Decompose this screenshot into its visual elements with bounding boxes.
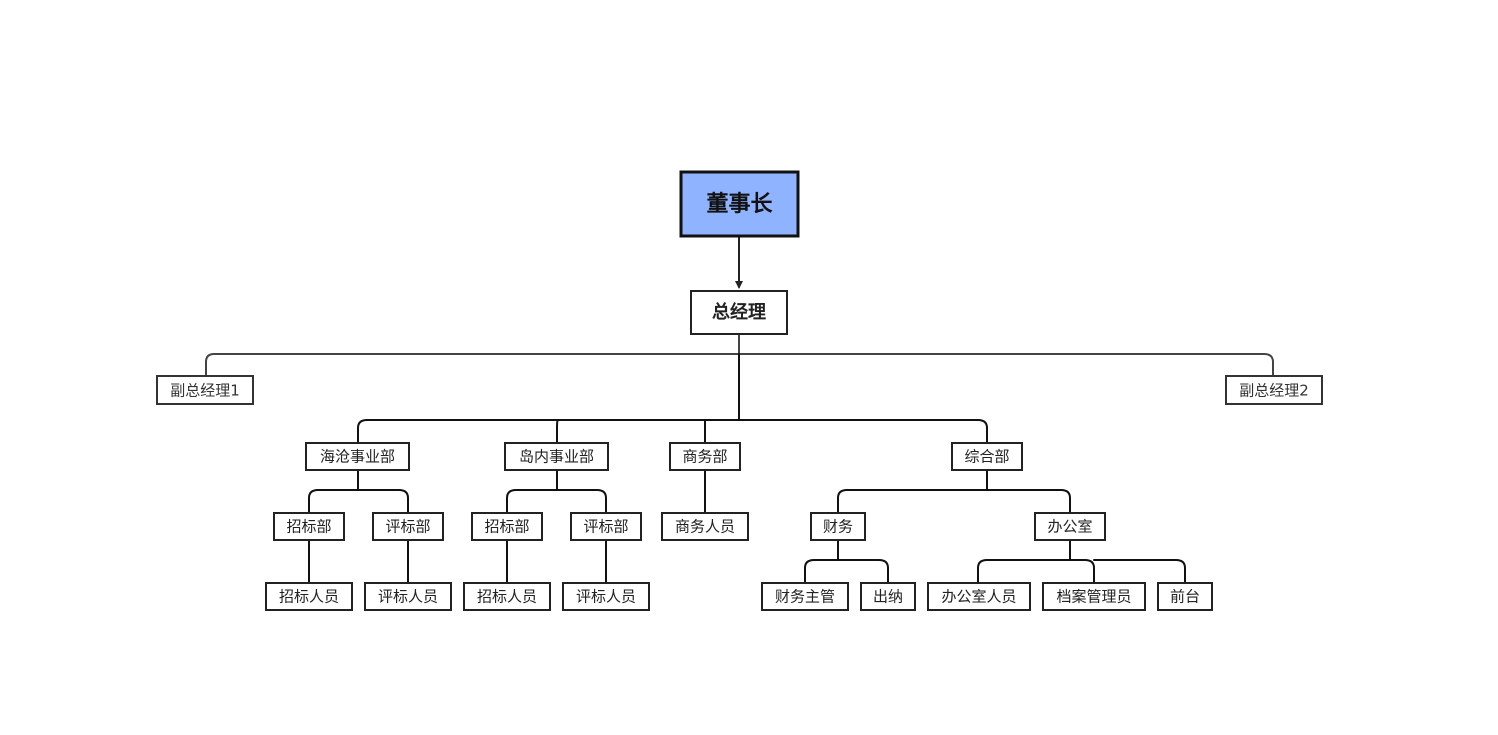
node-office-staff[interactable]: 办公室人员 <box>927 582 1031 611</box>
edge-general-dept-to-finance <box>837 469 988 514</box>
edge-daonei-division-to-evaluation-dept <box>556 489 607 514</box>
edge-general-manager-to-daonei-division <box>556 419 559 444</box>
node-haicang-division[interactable]: 海沧事业部 <box>305 442 410 471</box>
node-deputy-gm-2[interactable]: 副总经理2 <box>1225 375 1323 405</box>
node-label: 招标人员 <box>279 588 339 606</box>
node-haicang-evaluation-staff[interactable]: 评标人员 <box>364 582 452 611</box>
node-office[interactable]: 办公室 <box>1034 512 1106 541</box>
node-label: 评标人员 <box>576 588 636 606</box>
node-daonei-bidding-dept[interactable]: 招标部 <box>471 512 543 541</box>
node-chairman[interactable]: 董事长 <box>679 170 800 238</box>
node-box <box>810 512 866 541</box>
node-daonei-evaluation-staff[interactable]: 评标人员 <box>562 582 650 611</box>
edge-finance-to-cashier <box>837 559 889 584</box>
node-box <box>951 442 1023 471</box>
node-haicang-evaluation-dept[interactable]: 评标部 <box>372 512 444 541</box>
node-box <box>1225 375 1323 405</box>
node-label: 前台 <box>1170 588 1200 606</box>
node-box <box>679 170 800 238</box>
node-front-desk[interactable]: 前台 <box>1157 582 1213 611</box>
node-box <box>305 442 410 471</box>
node-box <box>927 582 1031 611</box>
node-box <box>471 512 543 541</box>
node-label: 档案管理员 <box>1056 588 1131 606</box>
node-general-manager[interactable]: 总经理 <box>690 290 788 335</box>
node-box <box>1157 582 1213 611</box>
node-label: 财务 <box>823 518 853 536</box>
node-box <box>669 442 741 471</box>
node-label: 商务人员 <box>675 518 735 536</box>
node-label: 招标部 <box>484 518 529 536</box>
node-label: 评标人员 <box>378 588 438 606</box>
node-label: 岛内事业部 <box>519 448 594 466</box>
node-label: 出纳 <box>873 588 903 606</box>
node-label: 董事长 <box>706 191 773 217</box>
edge-office-to-archive-manager <box>1069 559 1095 584</box>
edge-office-to-office-staff <box>977 539 1071 584</box>
node-label: 招标人员 <box>477 588 537 606</box>
node-label: 招标部 <box>286 518 331 536</box>
node-box <box>265 582 353 611</box>
node-label: 办公室 <box>1047 518 1092 536</box>
edge-office-to-front-desk <box>1093 559 1186 584</box>
edge-haicang-division-to-bidding-dept <box>308 469 359 514</box>
node-box <box>562 582 650 611</box>
node-finance-supervisor[interactable]: 财务主管 <box>761 582 849 611</box>
node-haicang-bidding-dept[interactable]: 招标部 <box>273 512 345 541</box>
node-box <box>661 512 749 541</box>
node-box <box>156 375 254 405</box>
node-box <box>364 582 452 611</box>
node-label: 总经理 <box>712 301 766 323</box>
edge-general-manager-to-general-dept <box>738 419 988 444</box>
node-deputy-gm-1[interactable]: 副总经理1 <box>156 375 254 405</box>
node-daonei-evaluation-dept[interactable]: 评标部 <box>570 512 642 541</box>
node-label: 副总经理2 <box>1239 382 1309 400</box>
node-haicang-bidding-staff[interactable]: 招标人员 <box>265 582 353 611</box>
node-box <box>761 582 849 611</box>
node-label: 办公室人员 <box>941 588 1016 606</box>
node-box <box>1042 582 1146 611</box>
node-label: 评标部 <box>583 518 628 536</box>
connector-lines <box>205 235 1274 584</box>
node-box <box>570 512 642 541</box>
node-box <box>463 582 551 611</box>
edge-haicang-division-to-evaluation-dept <box>357 489 409 514</box>
edge-daonei-division-to-bidding-dept <box>506 469 558 514</box>
node-label: 财务主管 <box>775 588 835 606</box>
edge-general-dept-to-office <box>986 489 1071 514</box>
node-label: 商务部 <box>682 448 727 466</box>
node-business-staff[interactable]: 商务人员 <box>661 512 749 541</box>
node-box <box>372 512 444 541</box>
node-label: 评标部 <box>385 518 430 536</box>
node-daonei-bidding-staff[interactable]: 招标人员 <box>463 582 551 611</box>
node-daonei-division[interactable]: 岛内事业部 <box>504 442 609 471</box>
edge-general-manager-to-deputy-gm-1 <box>205 333 740 377</box>
edge-finance-to-finance-supervisor <box>804 539 839 584</box>
node-cashier[interactable]: 出纳 <box>860 582 916 611</box>
edge-general-manager-to-deputy-gm-2 <box>738 353 1274 377</box>
node-label: 综合部 <box>964 448 1009 466</box>
node-box <box>1034 512 1106 541</box>
node-archive-manager[interactable]: 档案管理员 <box>1042 582 1146 611</box>
node-box <box>690 290 788 335</box>
node-box <box>860 582 916 611</box>
node-label: 海沧事业部 <box>320 448 395 466</box>
node-box <box>504 442 609 471</box>
edge-general-manager-to-haicang-division <box>357 419 740 444</box>
node-label: 副总经理1 <box>170 382 240 400</box>
node-business-dept[interactable]: 商务部 <box>669 442 741 471</box>
node-general-dept[interactable]: 综合部 <box>951 442 1023 471</box>
node-finance[interactable]: 财务 <box>810 512 866 541</box>
node-box <box>273 512 345 541</box>
